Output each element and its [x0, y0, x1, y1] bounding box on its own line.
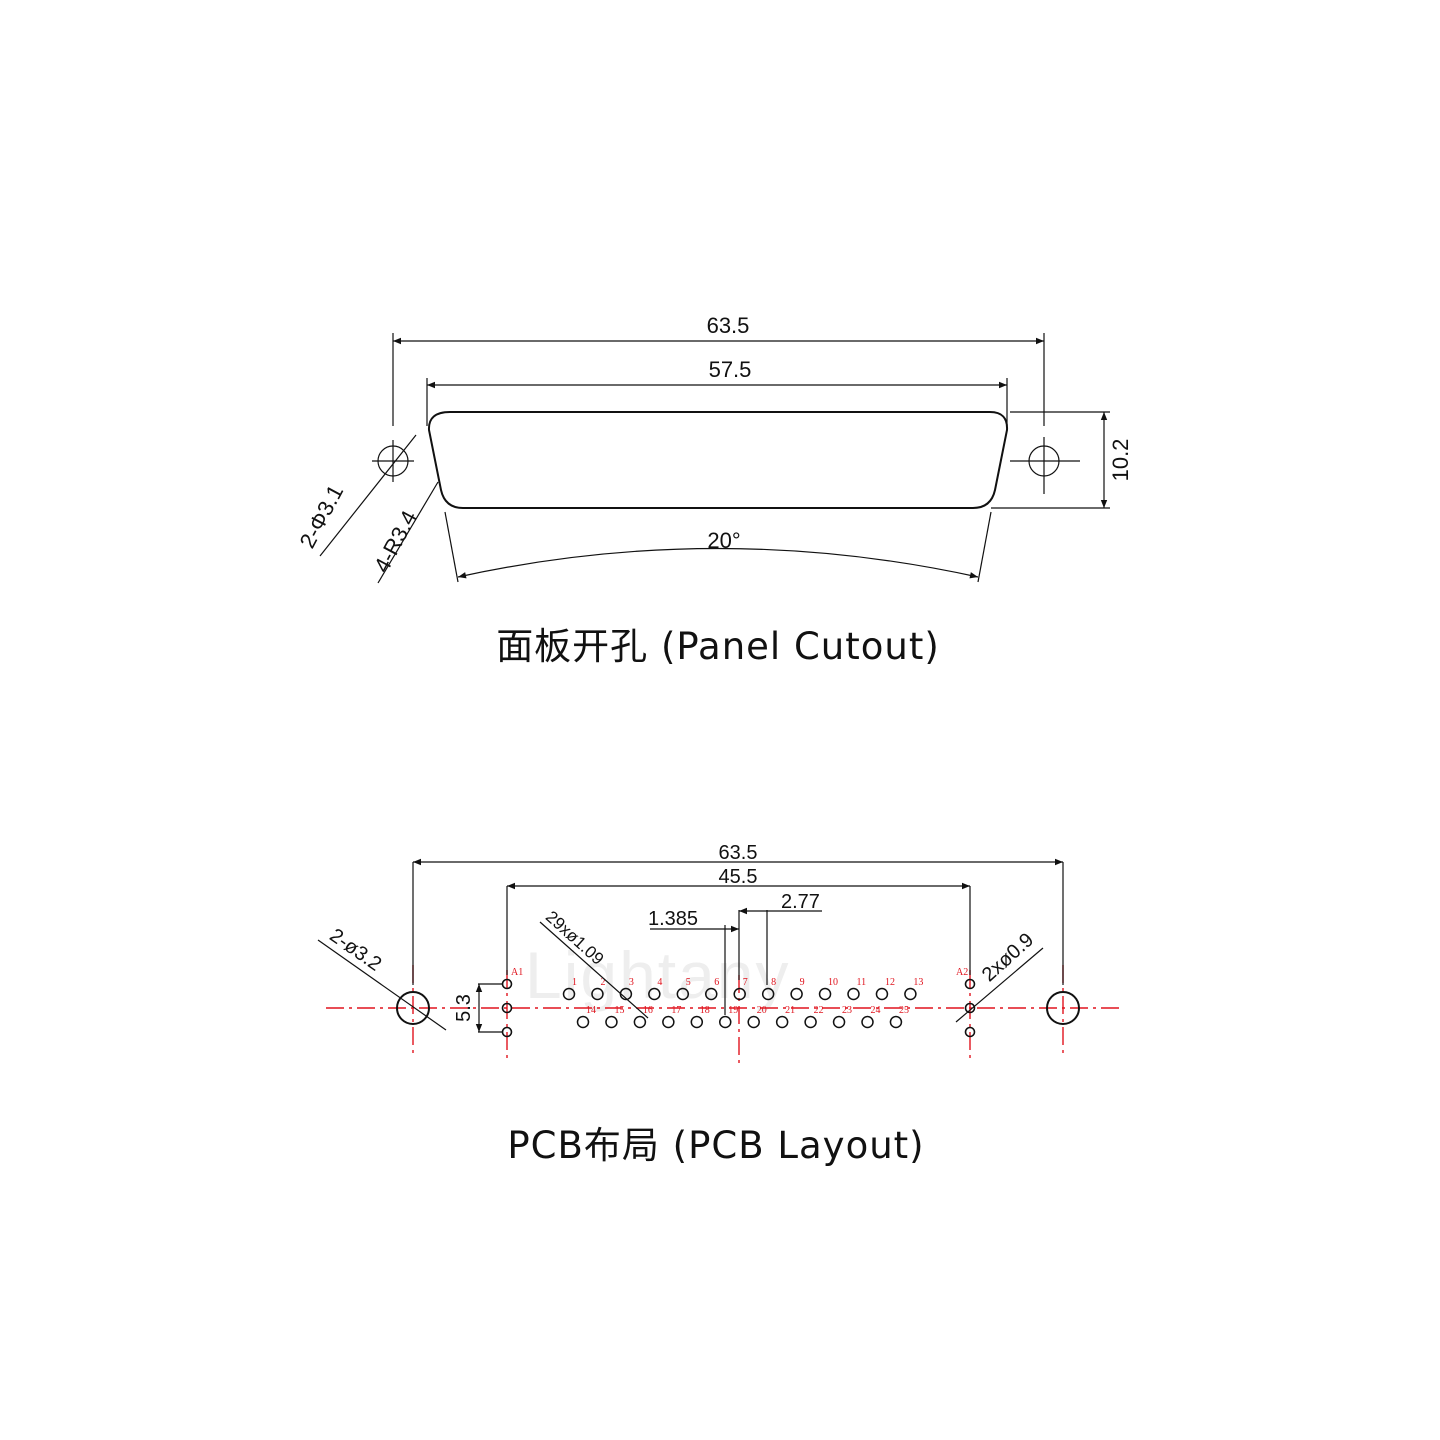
pin-hole — [662, 1015, 675, 1029]
pin-hole — [648, 987, 661, 1001]
pin-number-label: 8 — [771, 977, 776, 988]
panel-cutout-view: 63.5 57.5 10.2 2-Φ3.1 4-R3.4 20° 面板开孔 (P… — [294, 313, 1133, 668]
panel-title: 面板开孔 (Panel Cutout) — [496, 625, 940, 668]
pin-number-label: 22 — [814, 1005, 824, 1016]
pin-number-label: 17 — [671, 1005, 681, 1016]
dim-mount-hole-text: 2-ø3.2 — [325, 924, 385, 975]
pin-hole — [633, 1015, 647, 1029]
dim-arc-angle — [457, 547, 979, 579]
pin-number-label: 24 — [871, 1005, 881, 1016]
leader-mount-hole — [317, 939, 447, 1031]
pin-hole — [733, 987, 746, 1001]
pin-hole — [832, 1015, 846, 1029]
pcb-title: PCB布局 (PCB Layout) — [507, 1124, 924, 1167]
pin-hole — [747, 1015, 760, 1029]
pin-number-label: 15 — [614, 1005, 624, 1016]
hole-a1-middle — [501, 1002, 513, 1014]
pin-number-label: 14 — [586, 1005, 596, 1016]
pin-hole — [847, 987, 860, 1001]
dim-offset-text: 1.385 — [648, 908, 698, 930]
pin-hole — [719, 1015, 732, 1029]
pins-bottom-row: 14 15 16 17 18 19 20 21 22 23 24 25 — [576, 1005, 909, 1029]
angle-ext-left — [444, 511, 459, 583]
pin-hole — [889, 1015, 903, 1029]
pin-number-label: 21 — [785, 1005, 795, 1016]
leader-radius — [377, 481, 439, 584]
pin-hole — [576, 1015, 590, 1029]
pin-hole — [562, 987, 576, 1001]
pin-hole — [790, 987, 803, 1001]
pin-hole — [804, 1015, 817, 1029]
pin-hole — [904, 987, 917, 1001]
watermark-text: Lightany — [525, 938, 791, 1012]
label-a1: A1 — [511, 967, 523, 978]
pin-hole — [775, 1015, 789, 1029]
pin-number-label: 19 — [728, 1005, 738, 1016]
pin-number-label: 20 — [757, 1005, 767, 1016]
pin-number-label: 12 — [885, 977, 895, 988]
leader-hole — [319, 434, 417, 557]
dim-radius-text: 4-R3.4 — [369, 506, 422, 576]
pin-hole — [861, 1015, 874, 1029]
pin-number-label: 10 — [828, 977, 838, 988]
pin-hole — [818, 987, 832, 1001]
pin-number-label: 5 — [686, 977, 691, 988]
pin-number-label: 11 — [857, 977, 867, 988]
pin-hole — [761, 987, 775, 1001]
dim-overall-text: 63.5 — [707, 313, 750, 338]
angle-ext-right — [977, 511, 992, 583]
pin-number-label: 25 — [899, 1005, 909, 1016]
pin-hole — [705, 987, 718, 1001]
pin-number-label: 6 — [714, 977, 719, 988]
pin-hole — [676, 987, 690, 1001]
pin-number-label: 18 — [700, 1005, 710, 1016]
pcb-left-mount-hole — [396, 991, 430, 1025]
hole-a2-middle — [964, 1002, 976, 1014]
dim-height-text: 10.2 — [1108, 439, 1133, 482]
pin-number-label: 9 — [800, 977, 805, 988]
dim-angle-text: 20° — [707, 528, 740, 553]
dim-pcb-overall-text: 63.5 — [719, 842, 758, 864]
pin-number-label: 16 — [643, 1005, 653, 1016]
leader-a-hole — [955, 947, 1044, 1023]
pin-hole — [875, 987, 889, 1001]
dim-hole-text: 2-Φ3.1 — [294, 481, 348, 553]
pin-number-label: 1 — [572, 977, 577, 988]
pin-number-label: 4 — [657, 977, 662, 988]
hole-a2-bottom — [964, 1026, 976, 1038]
label-a2: A2 — [956, 967, 968, 978]
hole-a1-bottom — [501, 1026, 513, 1038]
pin-hole — [690, 1015, 704, 1029]
pin-hole — [605, 1015, 618, 1029]
hole-a2-top — [964, 978, 976, 990]
dim-span-text: 45.5 — [719, 866, 758, 888]
dim-cutout-text: 57.5 — [709, 357, 752, 382]
pin-hole — [591, 987, 604, 1001]
pcb-layout-view: Lightany 63.5 45.5 2.77 1.385 5.3 — [317, 842, 1120, 1167]
hole-a1-top — [501, 978, 513, 990]
dim-row-text: 5.3 — [453, 994, 475, 1022]
pin-number-label: 23 — [842, 1005, 852, 1016]
pin-number-label: 3 — [629, 977, 634, 988]
pin-number-label: 13 — [913, 977, 923, 988]
pin-number-label: 7 — [743, 977, 748, 988]
dsub-cutout-outline — [427, 411, 1009, 509]
pcb-right-mount-hole — [1046, 991, 1080, 1025]
dim-pitch-text: 2.77 — [781, 891, 820, 913]
pin-number-label: 2 — [600, 977, 605, 988]
leader-pin-hole — [539, 921, 649, 1019]
